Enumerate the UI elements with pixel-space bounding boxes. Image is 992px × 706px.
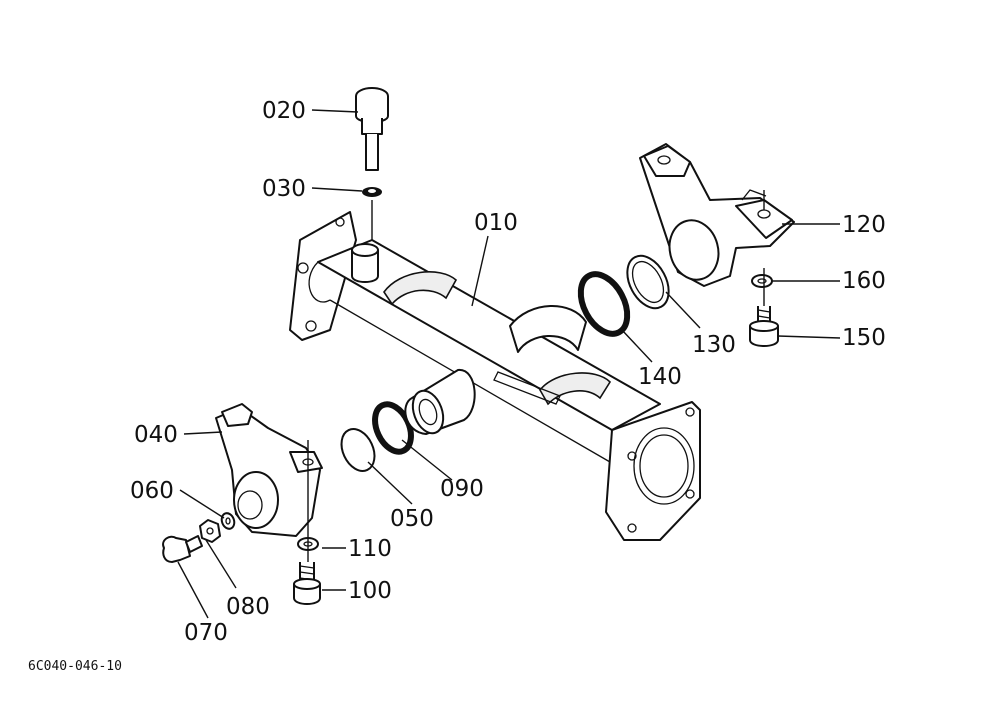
- label-020: 020: [262, 98, 306, 124]
- label-160: 160: [842, 268, 886, 294]
- label-070: 070: [184, 620, 228, 646]
- leader-lines: [177, 109, 841, 619]
- part-080-nut: [199, 519, 221, 543]
- part-030-o-ring: [362, 187, 382, 197]
- part-130-collar: [626, 254, 670, 310]
- bushing: [404, 368, 476, 435]
- label-040: 040: [134, 422, 178, 448]
- part-010-axle-housing: [289, 211, 701, 541]
- label-080: 080: [226, 594, 270, 620]
- part-150-bolt: [749, 306, 779, 347]
- label-060: 060: [130, 478, 174, 504]
- part-040-axle-support: [215, 403, 323, 537]
- label-120: 120: [842, 212, 886, 238]
- label-030: 030: [262, 176, 306, 202]
- part-020-plug: [355, 87, 389, 171]
- label-010: 010: [474, 210, 518, 236]
- figure-code: 6C040-046-10: [28, 659, 122, 674]
- part-100-bolt: [293, 562, 321, 605]
- part-070-bolt: [162, 535, 203, 563]
- part-140-o-ring: [577, 271, 631, 337]
- label-100: 100: [348, 578, 392, 604]
- label-130: 130: [692, 332, 736, 358]
- label-050: 050: [390, 506, 434, 532]
- callout-labels: 020 030 010 040 060 070 080 050 090 110 …: [130, 98, 886, 646]
- label-150: 150: [842, 325, 886, 351]
- label-140: 140: [638, 364, 682, 390]
- part-160-lock-washer: [751, 274, 773, 288]
- part-120-axle-support: [639, 143, 795, 287]
- part-050-cap: [340, 428, 376, 472]
- label-090: 090: [440, 476, 484, 502]
- label-110: 110: [348, 536, 392, 562]
- part-060-washer: [220, 512, 236, 530]
